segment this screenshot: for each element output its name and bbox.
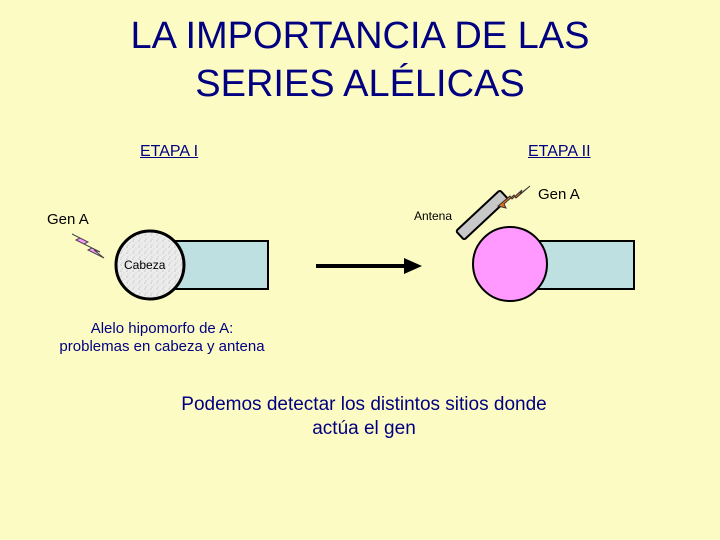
lightning-bolt-icon [496, 185, 531, 209]
stage-1-label: ETAPA I [140, 143, 199, 160]
lightning-bolt-icon [71, 233, 105, 259]
title-line-2: SERIES ALÉLICAS [195, 63, 525, 105]
caption-line-1: Alelo hipomorfo de A: [90, 320, 234, 337]
antenna-label: Antena [414, 209, 453, 223]
left-gene-label: Gen A [47, 211, 89, 228]
conclusion-text: Podemos detectar los distintos sitios do… [120, 393, 608, 441]
left-head-circle [114, 229, 186, 301]
title-line-1: LA IMPORTANCIA DE LAS [130, 15, 590, 57]
left-caption: Alelo hipomorfo de A: problemas en cabez… [30, 320, 294, 356]
right-arrow-icon [404, 258, 422, 274]
conclusion-line-2: actúa el gen [312, 418, 416, 439]
conclusion-line-1: Podemos detectar los distintos sitios do… [181, 394, 547, 415]
right-gene-label: Gen A [538, 186, 580, 203]
right-head-circle [472, 226, 548, 302]
antenna-rod [455, 189, 509, 241]
slide-title: LA IMPORTANCIA DE LAS SERIES ALÉLICAS [0, 12, 720, 108]
stage-2-label: ETAPA II [528, 143, 591, 160]
caption-line-2: problemas en cabeza y antena [59, 338, 265, 355]
head-label: Cabeza [124, 258, 166, 272]
